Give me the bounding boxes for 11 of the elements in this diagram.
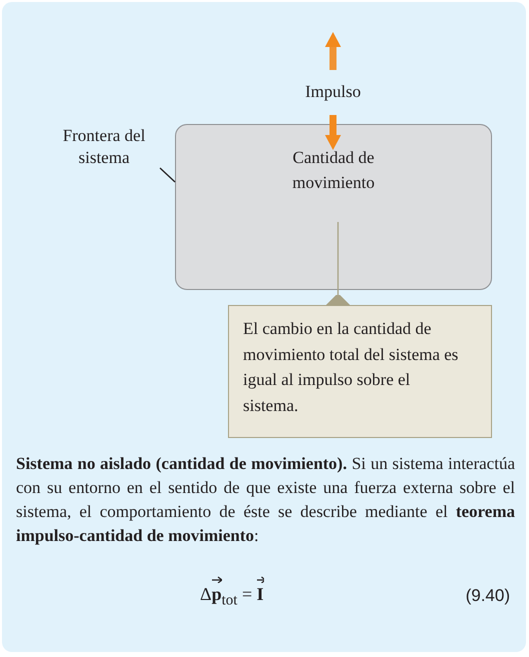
leader-line xyxy=(160,168,176,182)
equation: Δp$_{tot}$ = I xyxy=(200,576,360,613)
impulse-label: Impulso xyxy=(304,81,362,103)
boundary-label: Frontera del sistema xyxy=(62,125,146,169)
impulse-arrow xyxy=(325,115,341,150)
description-paragraph: Sistema no aislado (cantidad de movimiento). Si un sistema interactúa con su entorno en el sentido de que existe una fuerza externa sobre el sistema, el comportamiento de éste se describe mediante el teorema impulso-cantidad de movimiento: xyxy=(16,453,515,547)
node-text: Cantidad de movimiento xyxy=(291,147,376,194)
equation-number: (9.40) xyxy=(464,585,510,607)
callout-box xyxy=(228,305,492,438)
callout-text: El cambio en la cantidad de movimiento total del sistema es igual al impulso sobre el sistema. xyxy=(243,318,460,416)
system-box xyxy=(175,124,492,290)
